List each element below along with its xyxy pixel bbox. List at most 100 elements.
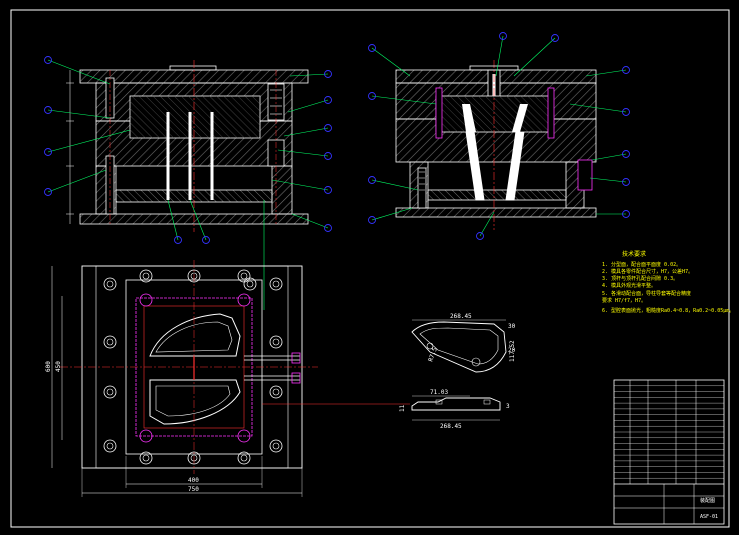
bolt-inner	[106, 388, 114, 396]
side-section-view	[395, 60, 597, 230]
dim-part-radius: R7.5	[427, 346, 439, 362]
balloon-leader	[371, 207, 413, 221]
balloon-marker	[476, 232, 484, 240]
balloon-marker	[44, 106, 52, 114]
guide-bushing	[237, 293, 251, 307]
dim-part-right: 20	[508, 347, 516, 354]
bolt-inner	[240, 454, 248, 462]
balloon-marker	[368, 216, 376, 224]
balloon-leader	[589, 177, 627, 183]
title-block: 装配图 ASF-01	[613, 379, 725, 525]
bolt-inner	[272, 338, 280, 346]
note-5: 5. 各滑动配合面，导柱导套等配合精度	[602, 290, 691, 297]
dim-plan-outer-height: 600	[45, 361, 52, 372]
side-view-balloons	[368, 32, 630, 240]
balloon-leader	[47, 59, 111, 85]
guide-bushing	[139, 429, 153, 443]
dim-part-thickness: 3	[506, 403, 510, 410]
dim-part-length-top: 268.45	[450, 313, 472, 320]
notes-title: 技术要求	[622, 250, 646, 258]
bolt-inner	[106, 280, 114, 288]
bolt-hole	[237, 269, 251, 283]
note-3: 3. 顶杆与顶杆孔配合间隙 0.3。	[602, 275, 678, 282]
bolt-inner	[272, 388, 280, 396]
bolt-inner	[272, 442, 280, 450]
bolt-inner	[190, 272, 198, 280]
balloon-leader	[271, 179, 329, 191]
balloon-marker	[622, 210, 630, 218]
balloon-leader	[591, 153, 627, 161]
balloon-leader	[371, 95, 437, 105]
balloon-marker	[368, 176, 376, 184]
bolt-hole	[187, 451, 201, 465]
drawing-number: ASF-01	[700, 514, 718, 520]
balloon-marker	[324, 186, 332, 194]
balloon-leader	[495, 35, 504, 77]
bolt-inner	[246, 280, 254, 288]
bolt-inner	[142, 454, 150, 462]
bolt-hole	[139, 451, 153, 465]
note-1: 1. 分型面，配合面平面度 0.02。	[602, 261, 681, 268]
balloon-leader	[479, 211, 495, 237]
dim-part-offset: 71.03	[430, 389, 448, 396]
dim-part-height: 30	[508, 323, 516, 330]
note-5b: 要求 H7/f7，H7。	[602, 297, 646, 304]
drawing-name: 装配图	[700, 497, 715, 504]
balloon-marker	[324, 224, 332, 232]
balloon-leader	[47, 129, 131, 153]
front-section-view	[66, 60, 309, 310]
bolt-hole	[103, 335, 117, 349]
balloon-leader	[585, 69, 627, 77]
bolt-inner	[106, 442, 114, 450]
bolt-hole	[103, 277, 117, 291]
note-6: 6. 型腔表面抛光，粗糙度Ra0.4~0.8，Ra0.2~0.05μm。	[602, 307, 734, 314]
front-view-balloons	[44, 56, 332, 244]
balloon-leader	[167, 199, 179, 241]
balloon-marker	[368, 92, 376, 100]
balloon-marker	[202, 236, 210, 244]
guide-bushing	[139, 293, 153, 307]
balloon-leader	[287, 99, 329, 113]
balloon-marker	[174, 236, 182, 244]
bolt-inner	[190, 454, 198, 462]
bolt-hole	[269, 439, 283, 453]
note-2: 2. 模具各零件配合尺寸，H7，公差H7。	[602, 268, 693, 275]
bolt-hole	[237, 451, 251, 465]
bolt-inner	[142, 272, 150, 280]
guide-bushing	[237, 429, 251, 443]
balloon-marker	[368, 44, 376, 52]
balloon-marker	[44, 148, 52, 156]
part-detail-side: 71.03 268.45 3 11	[399, 389, 510, 430]
bolt-hole	[269, 385, 283, 399]
dim-plan-inner-height: 450	[55, 361, 62, 372]
balloon-marker	[622, 150, 630, 158]
bolt-inner	[272, 280, 280, 288]
part-detail-top: 268.45 30 117.52 20 R7.5	[411, 313, 516, 373]
balloon-leader	[47, 109, 111, 119]
balloon-leader	[289, 73, 329, 77]
balloon-marker	[622, 66, 630, 74]
bolt-hole	[139, 269, 153, 283]
bolt-inner	[240, 272, 248, 280]
balloon-leader	[277, 149, 329, 157]
balloon-leader	[371, 47, 411, 77]
balloon-marker	[324, 96, 332, 104]
balloon-leader	[283, 127, 329, 137]
bolt-inner	[106, 338, 114, 346]
bolt-hole	[187, 269, 201, 283]
balloon-leader	[189, 199, 207, 241]
balloon-leader	[47, 169, 107, 193]
dim-plan-inner-width: 400	[188, 477, 199, 484]
balloon-marker	[44, 188, 52, 196]
dim-plan-outer-width: 750	[188, 486, 199, 493]
dim-part-length-bottom: 268.45	[440, 423, 462, 430]
plan-view	[60, 260, 410, 474]
dim-part-side: 117.52	[509, 340, 516, 362]
balloon-leader	[291, 213, 329, 229]
dim-part-small: 11	[399, 404, 406, 412]
balloon-marker	[499, 32, 507, 40]
bolt-hole	[103, 385, 117, 399]
balloon-marker	[622, 108, 630, 116]
technical-notes: 技术要求 1. 分型面，配合面平面度 0.02。 2. 模具各零件配合尺寸，H7…	[602, 250, 734, 314]
